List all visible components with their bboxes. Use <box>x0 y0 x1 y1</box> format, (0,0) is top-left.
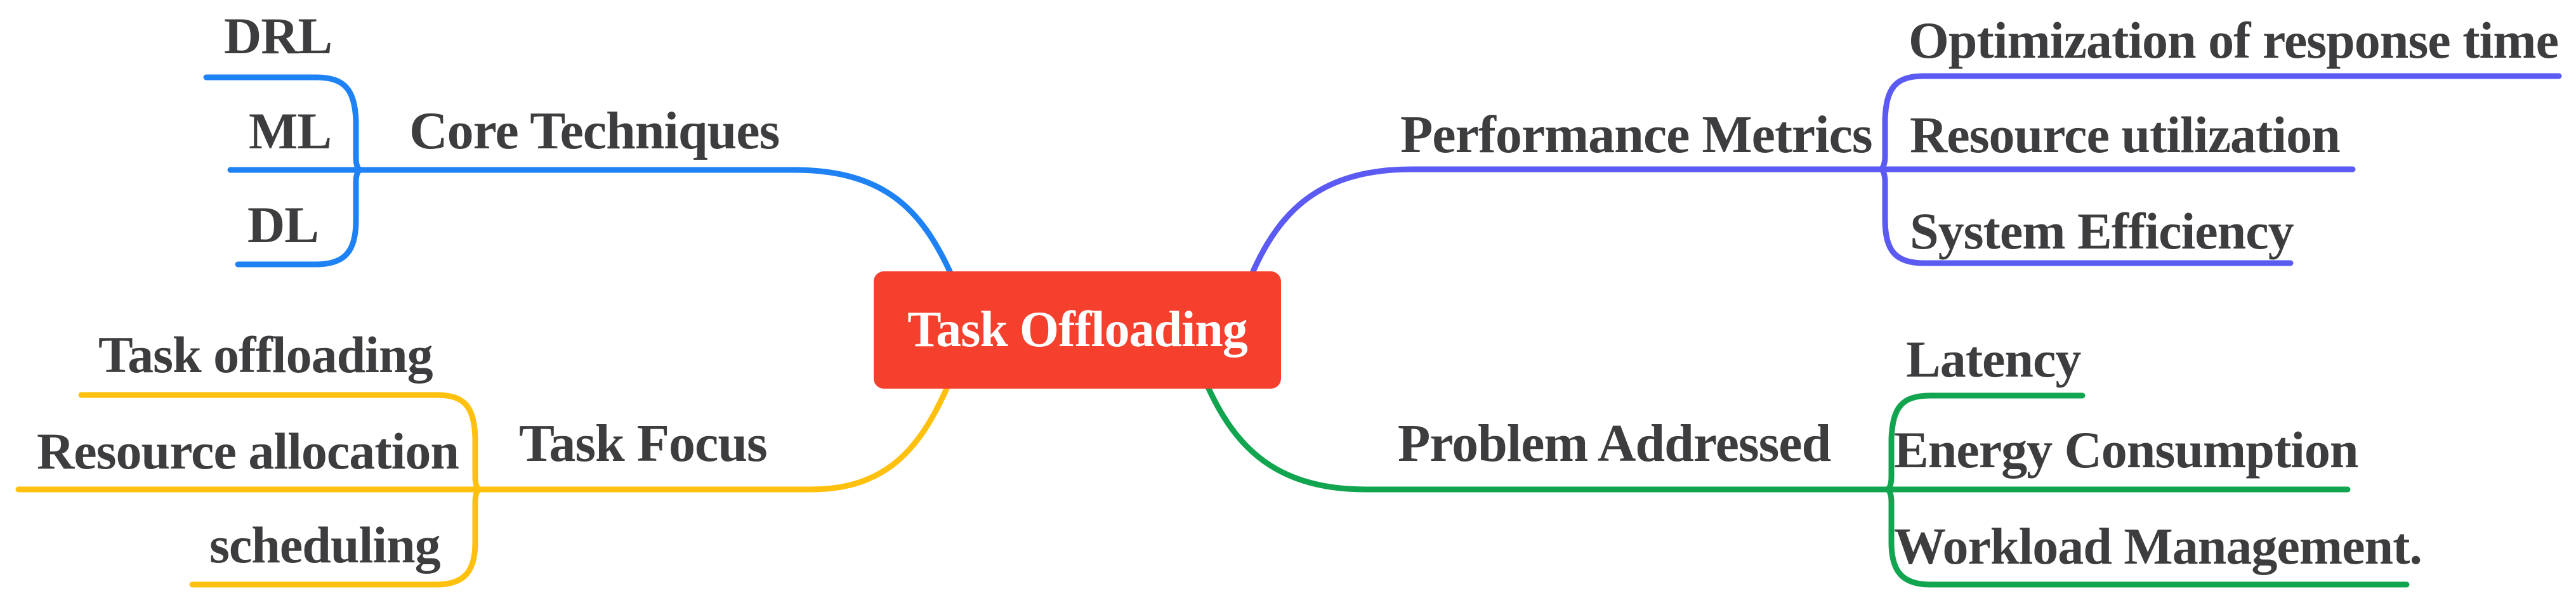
child-node-resource-utilization: Resource utilization <box>1910 106 2341 164</box>
child-node-latency: Latency <box>1906 330 2081 388</box>
branch-label-core-techniques: Core Techniques <box>409 101 780 160</box>
center-topic: Task Offloading <box>874 271 1281 389</box>
performance-metrics-children-brace <box>1878 73 2562 266</box>
performance-metrics-branch-line <box>1250 166 2356 275</box>
child-node-system-efficiency: System Efficiency <box>1910 202 2294 260</box>
core-techniques-branch-line <box>227 167 953 275</box>
branch-label-problem-addressed: Problem Addressed <box>1398 414 1831 473</box>
child-node-drl: DRL <box>224 7 332 65</box>
child-node-energy-consumption: Energy Consumption <box>1894 421 2359 479</box>
child-node-workload-management: Workload Management. <box>1894 517 2422 575</box>
child-node-ml: ML <box>249 102 332 160</box>
branch-label-task-focus: Task Focus <box>519 414 768 473</box>
task-focus-branch-line <box>15 385 950 493</box>
problem-addressed-children-brace <box>1884 392 2410 588</box>
child-node-resource-allocation: Resource allocation <box>37 422 459 480</box>
child-node-scheduling: scheduling <box>209 516 441 574</box>
task-focus-children-brace <box>78 392 482 588</box>
core-techniques-children-brace <box>203 74 363 268</box>
child-node-dl: DL <box>247 196 319 254</box>
child-node-optimization-of-response-time: Optimization of response time <box>1909 11 2559 69</box>
center-topic-label: Task Offloading <box>907 302 1248 358</box>
branch-label-performance-metrics: Performance Metrics <box>1400 105 1873 164</box>
center-topic-box <box>874 271 1281 389</box>
child-node-task-offloading: Task offloading <box>98 326 433 384</box>
problem-addressed-branch-line <box>1206 385 2351 493</box>
